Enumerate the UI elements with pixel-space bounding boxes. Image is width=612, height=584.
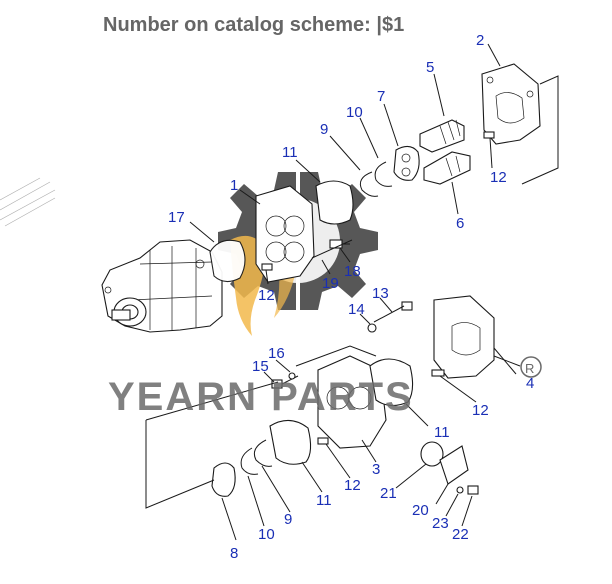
dowel-pin-12-right [431,369,445,377]
watermark-text: YEARN PARTS [108,375,414,419]
callout-17: 17 [168,209,185,226]
callout-15: 15 [252,358,269,375]
washer-16 [288,372,296,380]
bolt-13 [373,301,413,323]
callout-6: 6 [456,215,464,232]
callout-14: 14 [348,301,365,318]
driven-gear-6 [423,151,471,185]
gasket-17 [209,239,246,283]
callout-20: 20 [412,502,429,519]
callout-2: 2 [476,32,484,49]
housing-2 [481,63,541,145]
front-plate-1 [255,185,315,283]
callout-5: 5 [426,59,434,76]
callout-11-lower: 11 [316,492,332,509]
bolt-22 [467,485,479,495]
callout-1: 1 [230,177,238,194]
washer-14 [367,323,377,333]
background-hatching [0,177,56,227]
cover-plate-8 [211,462,236,497]
callout-22: 22 [452,526,469,543]
gasket-11-right [369,358,414,407]
callout-12: 12 [258,287,275,304]
plate-20 [439,445,469,485]
callout-11: 11 [282,144,298,161]
callout-19: 19 [322,275,339,292]
main-pump-body [101,239,223,333]
watermark-brand: YEARN PARTS R [108,356,542,419]
dowel-pin-12-lower [317,437,329,445]
washer-23 [456,486,464,494]
callout-12-upper: 12 [490,169,507,186]
snap-ring-10-lower [240,447,259,475]
callout-9: 9 [320,121,328,138]
assembly-outline [145,75,559,509]
snap-ring-9-upper [359,171,379,197]
gasket-11-upper [315,180,354,225]
callout-11-right: 11 [434,424,450,441]
callout-23: 23 [432,515,449,532]
gasket-11-lower [269,419,312,465]
callout-labels: 2 5 7 10 9 11 1 17 12 18 19 6 12 13 14 1… [168,32,534,562]
callout-12-lower: 12 [344,477,361,494]
snap-ring-9-lower [253,439,273,467]
drive-gear-5 [419,119,465,153]
gear-housing-3 [317,355,387,449]
callout-18: 18 [344,263,361,280]
callout-8: 8 [230,545,238,562]
callout-10-lower: 10 [258,526,275,543]
callout-3: 3 [372,461,380,478]
callout-21: 21 [380,485,397,502]
callout-12-right: 12 [472,402,489,419]
rear-cover-4 [433,295,495,379]
callout-16: 16 [268,345,285,362]
dowel-pin-12-upper [483,131,495,139]
o-ring-21 [420,441,444,467]
dowel-pin-12-left [261,263,273,271]
callout-13: 13 [372,285,389,302]
cover-plate-7-upper [393,145,420,181]
callout-9-lower: 9 [284,511,292,528]
callout-10: 10 [346,104,363,121]
snap-ring-10-upper [374,161,393,187]
page-title: Number on catalog scheme: |$1 [103,14,405,36]
callout-7: 7 [377,88,385,105]
registered-mark: R [525,361,534,376]
callout-4: 4 [526,375,534,392]
leader-lines [189,43,517,541]
